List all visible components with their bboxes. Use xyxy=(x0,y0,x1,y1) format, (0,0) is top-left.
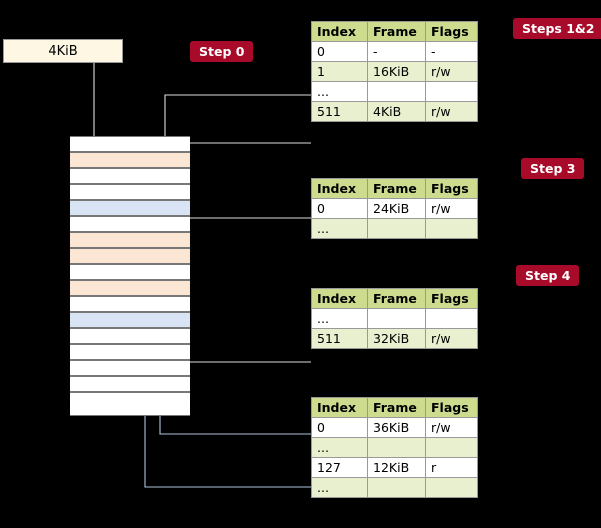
memory-frame-row xyxy=(70,360,190,376)
badge-steps-1-2-label: Steps 1&2 xyxy=(522,21,595,36)
memory-frame-row xyxy=(70,376,190,392)
table-cell xyxy=(425,437,478,458)
table-cell: 511 xyxy=(311,101,368,122)
table-cell: - xyxy=(425,41,478,62)
memory-frame-row xyxy=(70,152,190,168)
badge-steps-1-2: Steps 1&2 xyxy=(513,18,601,39)
column-header-frame: Frame xyxy=(367,397,426,418)
memory-frame-row xyxy=(70,248,190,264)
memory-frame-row xyxy=(70,216,190,232)
table-cell: 16KiB xyxy=(367,61,426,82)
memory-frame-row xyxy=(70,184,190,200)
table-cell: - xyxy=(367,41,426,62)
table-cell xyxy=(425,477,478,498)
table-row: 0-- xyxy=(311,41,478,62)
column-header-flags: Flags xyxy=(425,21,478,42)
table-cell: 511 xyxy=(311,328,368,349)
table-row: ... xyxy=(311,477,478,498)
memory-frame-row xyxy=(70,168,190,184)
table-cell: ... xyxy=(311,437,368,458)
table-cell xyxy=(367,81,426,102)
table-cell xyxy=(425,218,478,239)
table-cell: ... xyxy=(311,308,368,329)
badge-step3: Step 3 xyxy=(521,158,585,179)
column-header-index: Index xyxy=(311,178,368,199)
table-cell: r/w xyxy=(425,328,478,349)
table-cell: 32KiB xyxy=(367,328,426,349)
memory-frame-row xyxy=(70,280,190,296)
memory-frame-row xyxy=(70,392,190,416)
column-header-frame: Frame xyxy=(367,288,426,309)
badge-step0: Step 0 xyxy=(190,41,254,62)
column-header-frame: Frame xyxy=(367,21,426,42)
table-cell: r/w xyxy=(425,61,478,82)
memory-frame-row xyxy=(70,296,190,312)
page-box-4kib: 4KiB xyxy=(3,39,123,63)
table-cell: 0 xyxy=(311,417,368,438)
column-header-index: Index xyxy=(311,288,368,309)
memory-frame-row xyxy=(70,328,190,344)
table-cell: 4KiB xyxy=(367,101,426,122)
column-header-index: Index xyxy=(311,21,368,42)
column-header-index: Index xyxy=(311,397,368,418)
table-cell: r xyxy=(425,457,478,478)
table-row: ... xyxy=(311,437,478,458)
memory-frame-row xyxy=(70,200,190,216)
column-header-frame: Frame xyxy=(367,178,426,199)
badge-step4: Step 4 xyxy=(516,265,580,286)
table-cell: 0 xyxy=(311,41,368,62)
table-cell xyxy=(425,308,478,329)
memory-frame-row xyxy=(70,264,190,280)
memory-frame-row xyxy=(70,344,190,360)
table-cell xyxy=(367,218,426,239)
table-cell xyxy=(367,437,426,458)
table-cell: 0 xyxy=(311,198,368,219)
table-row: ... xyxy=(311,308,478,329)
table-cell: r/w xyxy=(425,198,478,219)
badge-step4-label: Step 4 xyxy=(525,268,571,283)
table-cell: 36KiB xyxy=(367,417,426,438)
column-header-flags: Flags xyxy=(425,288,478,309)
table-cell: 24KiB xyxy=(367,198,426,219)
table-cell: ... xyxy=(311,218,368,239)
table-row: ... xyxy=(311,218,478,239)
table-cell: 12KiB xyxy=(367,457,426,478)
column-header-flags: Flags xyxy=(425,178,478,199)
badge-step3-label: Step 3 xyxy=(530,161,576,176)
table-cell xyxy=(425,81,478,102)
table-cell xyxy=(367,308,426,329)
memory-frame-row xyxy=(70,232,190,248)
page-box-label: 4KiB xyxy=(48,43,78,59)
table-cell: 127 xyxy=(311,457,368,478)
table-cell: r/w xyxy=(425,101,478,122)
memory-frame-row xyxy=(70,136,190,152)
table-cell: r/w xyxy=(425,417,478,438)
table-cell: ... xyxy=(311,81,368,102)
memory-frame-row xyxy=(70,312,190,328)
table-row: ... xyxy=(311,81,478,102)
badge-step0-label: Step 0 xyxy=(199,44,245,59)
table-cell xyxy=(367,477,426,498)
table-cell: ... xyxy=(311,477,368,498)
table-cell: 1 xyxy=(311,61,368,82)
column-header-flags: Flags xyxy=(425,397,478,418)
